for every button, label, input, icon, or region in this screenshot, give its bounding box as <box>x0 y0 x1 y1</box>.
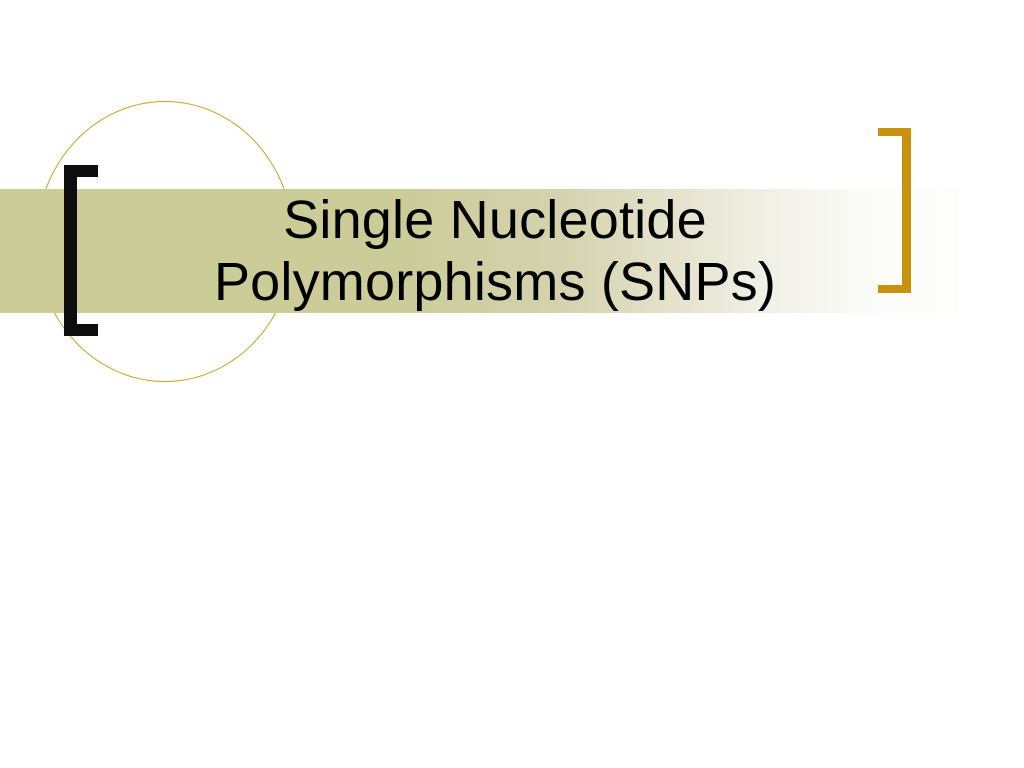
left-bracket-icon <box>64 165 98 336</box>
title-gradient-band <box>0 189 958 313</box>
right-bracket-icon <box>878 128 911 293</box>
